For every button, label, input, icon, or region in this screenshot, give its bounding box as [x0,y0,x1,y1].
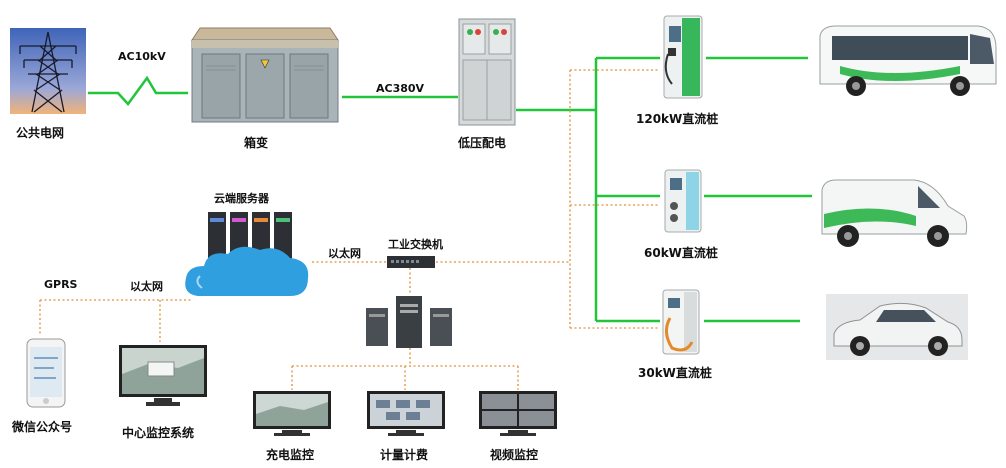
center-monitor-image [118,344,208,408]
phone-image [26,338,66,408]
low-voltage-label: 低压配电 [458,136,507,150]
video-monitor-label: 视频监控 [490,448,539,462]
wechat-label: 微信公众号 [12,420,73,434]
electric-bus-image [810,18,1000,104]
switch-image [386,254,436,268]
charge-monitor-label: 充电监控 [266,448,315,462]
billing-label: 计量计费 [380,448,429,462]
pile-120-image [660,14,706,100]
ethernet-cloud-label: 以太网 [328,247,361,260]
pile-60-label: 60kW直流桩 [644,246,718,260]
pile-30-image [660,288,702,356]
switch-label: 工业交换机 [388,238,443,251]
ac10kv-line [88,75,188,106]
ac10kv-label: AC10kV [118,50,166,63]
center-monitor-label: 中心监控系统 [122,426,195,440]
cloud-server-label: 云端服务器 [214,192,269,205]
low-voltage-cabinet-image [458,18,516,126]
grid-tower-image [10,28,86,114]
local-servers-image [362,294,458,350]
electric-van-image [814,176,972,254]
video-monitor-image [478,390,558,438]
data-lines [39,69,660,390]
pile-60-image [662,168,704,234]
box-transformer-image [188,26,342,124]
billing-monitor-image [366,390,446,438]
gprs-label: GPRS [44,278,78,291]
grid-label: 公共电网 [16,126,65,140]
box-transformer-label: 箱变 [244,136,269,150]
pile-120-label: 120kW直流桩 [636,112,719,126]
electric-car-image [826,294,968,360]
pile-30-label: 30kW直流桩 [638,366,712,380]
cloud-server-image [180,208,314,304]
ethernet-left-label: 以太网 [130,280,163,293]
power-lines [88,56,812,323]
charge-monitor-image [252,390,332,438]
ac380v-label: AC380V [376,82,425,95]
